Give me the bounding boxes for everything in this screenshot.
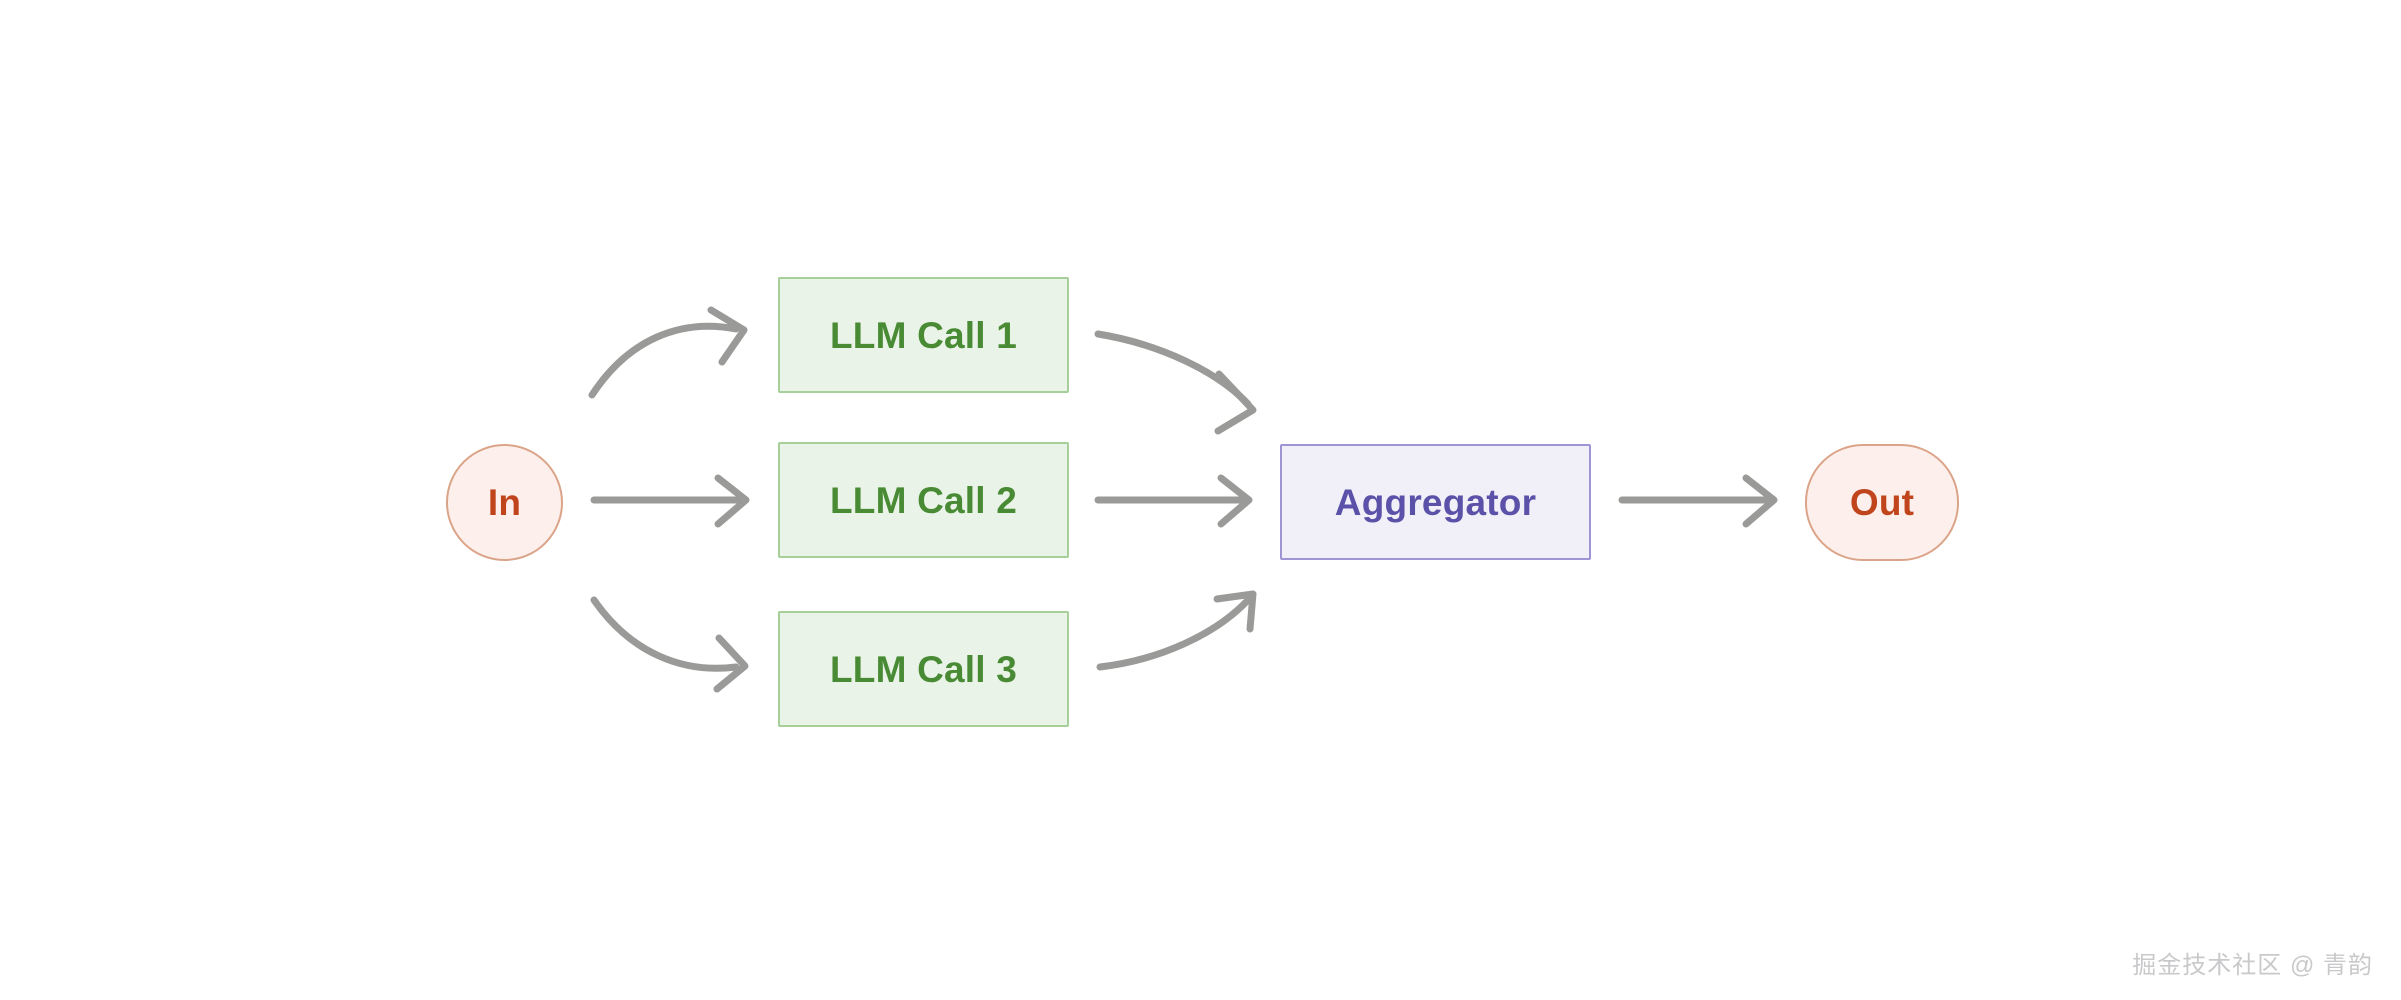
node-llm-call-2-label: LLM Call 2 <box>829 479 1018 521</box>
edge-aggregator-to-out <box>1618 474 1778 528</box>
node-in-label: In <box>487 482 522 523</box>
node-llm-call-1-label: LLM Call 1 <box>829 314 1018 356</box>
node-aggregator[interactable]: Aggregator <box>1280 444 1591 560</box>
watermark-text: 掘金技术社区 @ 青韵 <box>2132 952 2373 979</box>
node-llm-call-2[interactable]: LLM Call 2 <box>778 442 1069 558</box>
node-in[interactable]: In <box>446 444 563 561</box>
edge-in-to-llm-call-2 <box>590 474 750 528</box>
node-out[interactable]: Out <box>1805 444 1959 561</box>
edge-llm-call-2-to-aggregator <box>1094 474 1253 528</box>
edge-llm-call-1-to-aggregator <box>1094 330 1257 435</box>
edge-in-to-llm-call-3 <box>590 596 749 693</box>
node-llm-call-3-label: LLM Call 3 <box>829 648 1018 690</box>
node-llm-call-3[interactable]: LLM Call 3 <box>778 611 1069 727</box>
node-out-label: Out <box>1849 482 1915 523</box>
edge-in-to-llm-call-1 <box>588 306 748 399</box>
node-llm-call-1[interactable]: LLM Call 1 <box>778 277 1069 393</box>
node-aggregator-label: Aggregator <box>1334 481 1537 523</box>
edge-llm-call-3-to-aggregator <box>1096 590 1257 671</box>
